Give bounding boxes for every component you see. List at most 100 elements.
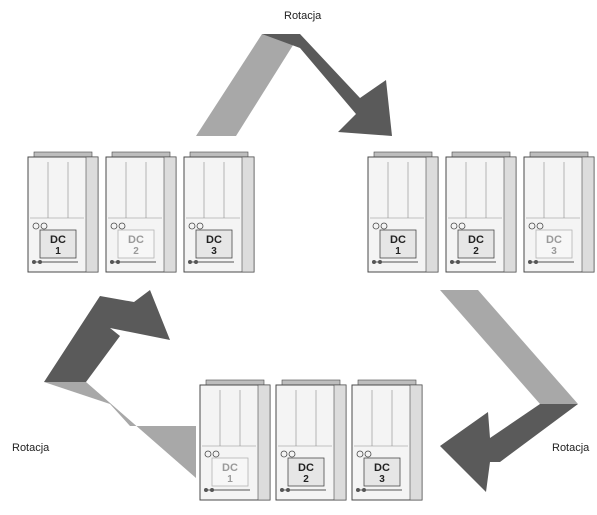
outdoor-unit: DC1 [199, 379, 271, 501]
unit-label-number: 2 [133, 246, 139, 257]
valve-icon [110, 260, 114, 264]
gauge-icon [32, 222, 40, 230]
gauge-icon [536, 222, 544, 230]
outdoor-unit: DC2 [275, 379, 347, 501]
unit-label-number: 1 [395, 246, 401, 257]
gauge-icon [40, 222, 48, 230]
unit-label-number: 3 [551, 246, 557, 257]
unit-top-grille [373, 151, 433, 158]
gauge-icon [196, 222, 204, 230]
valve-icon [210, 488, 214, 492]
valve-icon [204, 488, 208, 492]
gauge-icon [110, 222, 118, 230]
rotation-arrow-top-dark [262, 34, 392, 136]
valve-icon [534, 260, 538, 264]
unit-top-grille [451, 151, 511, 158]
outdoor-unit: DC2 [105, 151, 177, 273]
gauge-icon [380, 222, 388, 230]
outdoor-unit: DC1 [367, 151, 439, 273]
unit-side-panel [333, 384, 347, 501]
valve-icon [450, 260, 454, 264]
unit-label-number: 2 [303, 474, 309, 485]
outdoor-unit: DC1 [27, 151, 99, 273]
unit-label-number: 3 [211, 246, 217, 257]
rotation-label-right: Rotacja [552, 442, 590, 454]
valve-icon [356, 488, 360, 492]
valve-icon [362, 488, 366, 492]
unit-top-grille [205, 379, 265, 386]
gauge-icon [288, 450, 296, 458]
compressor-box [457, 229, 495, 259]
valve-icon [528, 260, 532, 264]
gauge-icon [280, 450, 288, 458]
rotation-label-top: Rotacja [284, 10, 322, 22]
unit-label-dc: DC [206, 234, 222, 246]
unit-side-panel [425, 156, 439, 273]
rotation-arrow-right-light [440, 290, 578, 404]
compressor-box [363, 457, 401, 487]
unit-label-dc: DC [222, 462, 238, 474]
gauge-icon [204, 450, 212, 458]
unit-top-grille [33, 151, 93, 158]
outdoor-unit: DC2 [445, 151, 517, 273]
gauge-icon [356, 450, 364, 458]
valve-icon [194, 260, 198, 264]
rotation-label-left: Rotacja [12, 442, 50, 454]
outdoor-unit: DC3 [351, 379, 423, 501]
unit-label-dc: DC [374, 462, 390, 474]
gauge-icon [528, 222, 536, 230]
gauge-icon [118, 222, 126, 230]
gauge-icon [450, 222, 458, 230]
compressor-box [287, 457, 325, 487]
rotation-arrow-left-dark [44, 290, 170, 382]
compressor-box [195, 229, 233, 259]
unit-top-grille [189, 151, 249, 158]
unit-label-number: 1 [227, 474, 233, 485]
unit-side-panel [163, 156, 177, 273]
unit-top-grille [529, 151, 589, 158]
rotation-arrow-left-light [44, 382, 196, 478]
unit-label-number: 1 [55, 246, 61, 257]
valve-icon [116, 260, 120, 264]
valve-icon [456, 260, 460, 264]
rotation-arrow-top-light [196, 34, 300, 136]
valve-icon [38, 260, 42, 264]
rotation-arrow-right-dark [440, 404, 578, 492]
unit-side-panel [581, 156, 595, 273]
unit-top-grille [111, 151, 171, 158]
valve-icon [32, 260, 36, 264]
unit-side-panel [409, 384, 423, 501]
valve-icon [188, 260, 192, 264]
unit-side-panel [503, 156, 517, 273]
unit-label-dc: DC [546, 234, 562, 246]
valve-icon [378, 260, 382, 264]
gauge-icon [458, 222, 466, 230]
rotation-arrow-left [44, 290, 196, 478]
outdoor-unit: DC3 [523, 151, 595, 273]
valve-icon [286, 488, 290, 492]
compressor-box [535, 229, 573, 259]
unit-label-dc: DC [298, 462, 314, 474]
unit-side-panel [85, 156, 99, 273]
unit-label-dc: DC [468, 234, 484, 246]
unit-side-panel [241, 156, 255, 273]
unit-side-panel [257, 384, 271, 501]
rotation-arrow-right [440, 290, 578, 492]
unit-label-number: 3 [379, 474, 385, 485]
gauge-icon [188, 222, 196, 230]
gauge-icon [372, 222, 380, 230]
compressor-box [117, 229, 155, 259]
compressor-box [379, 229, 417, 259]
unit-label-dc: DC [50, 234, 66, 246]
unit-label-number: 2 [473, 246, 479, 257]
rotation-arrow-top [196, 34, 392, 136]
unit-label-dc: DC [390, 234, 406, 246]
gauge-icon [212, 450, 220, 458]
gauge-icon [364, 450, 372, 458]
